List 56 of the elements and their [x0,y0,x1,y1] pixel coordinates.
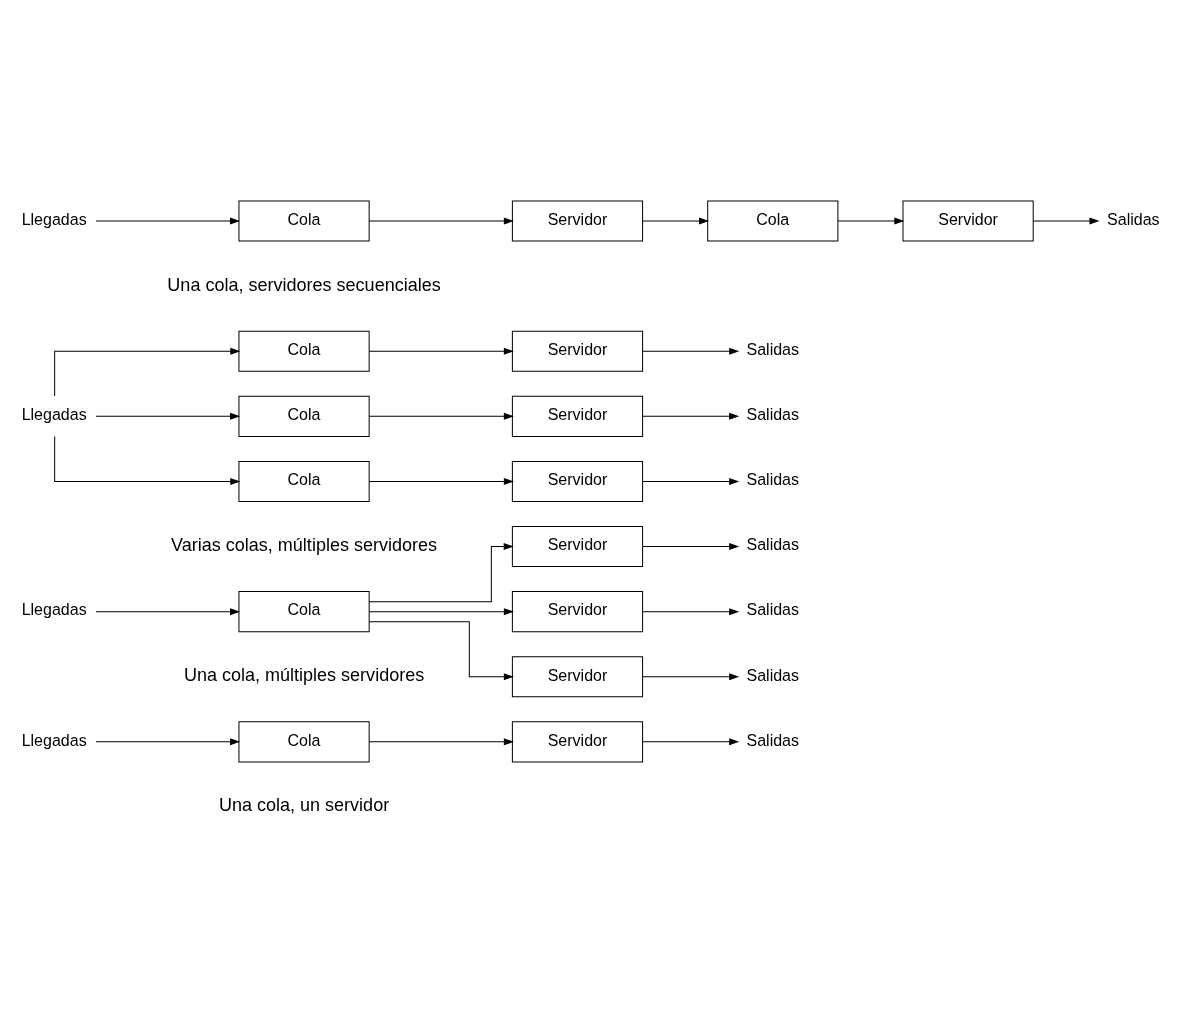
node-box: Cola [238,720,370,762]
arrow [95,217,240,224]
arrow [368,412,513,420]
node-box: Servidor [511,590,644,632]
arrow [642,738,739,745]
arrow [95,412,240,420]
arrow [642,477,739,485]
arrow [642,542,739,550]
arrow [642,607,739,615]
label: Una cola, servidores secuenciales [167,274,441,295]
node-text: Llegadas [21,209,87,228]
node-text: Salidas [746,404,800,423]
node-text: Llegadas [21,730,87,749]
node-text: Salidas [746,339,800,358]
node-box: Cola [238,590,370,632]
node-box: Servidor [511,330,644,372]
node-text: Salidas [746,469,800,488]
node-box: Servidor [511,720,644,762]
node-box: Servidor [511,460,644,502]
arrow [642,672,739,680]
arrow [95,607,240,615]
arrow [368,542,513,602]
node-text: Salidas [746,665,800,684]
arrow [54,347,240,397]
node-box: Servidor [511,525,644,567]
arrow [368,607,513,615]
arrow [368,347,513,355]
label: Una cola, múltiples servidores [183,664,425,685]
node-box: Cola [238,200,370,242]
arrow [1032,217,1099,224]
arrow [368,620,513,680]
node-text: Salidas [746,599,800,618]
arrow [642,347,739,355]
node-box: Servidor [511,655,644,697]
node-text: Salidas [746,730,800,749]
label: Varias colas, múltiples servidores [171,534,438,555]
node-box: Servidor [902,200,1034,242]
node-text: Salidas [1107,209,1160,228]
node-text: Llegadas [21,599,87,618]
arrow [368,738,513,745]
node-text: Llegadas [21,404,87,423]
node-box: Servidor [511,395,644,437]
arrow [95,738,240,745]
arrow [642,412,739,420]
node-box: Cola [238,330,370,372]
label: Una cola, un servidor [218,794,390,815]
arrow [642,217,709,224]
node-box: Cola [238,460,370,502]
node-text: Salidas [746,534,800,553]
arrow [837,217,904,224]
arrow [368,477,513,485]
node-box: Cola [707,200,839,242]
node-box: Cola [238,395,370,437]
node-box: Servidor [511,200,644,242]
arrow [368,217,513,224]
arrow [54,435,240,485]
